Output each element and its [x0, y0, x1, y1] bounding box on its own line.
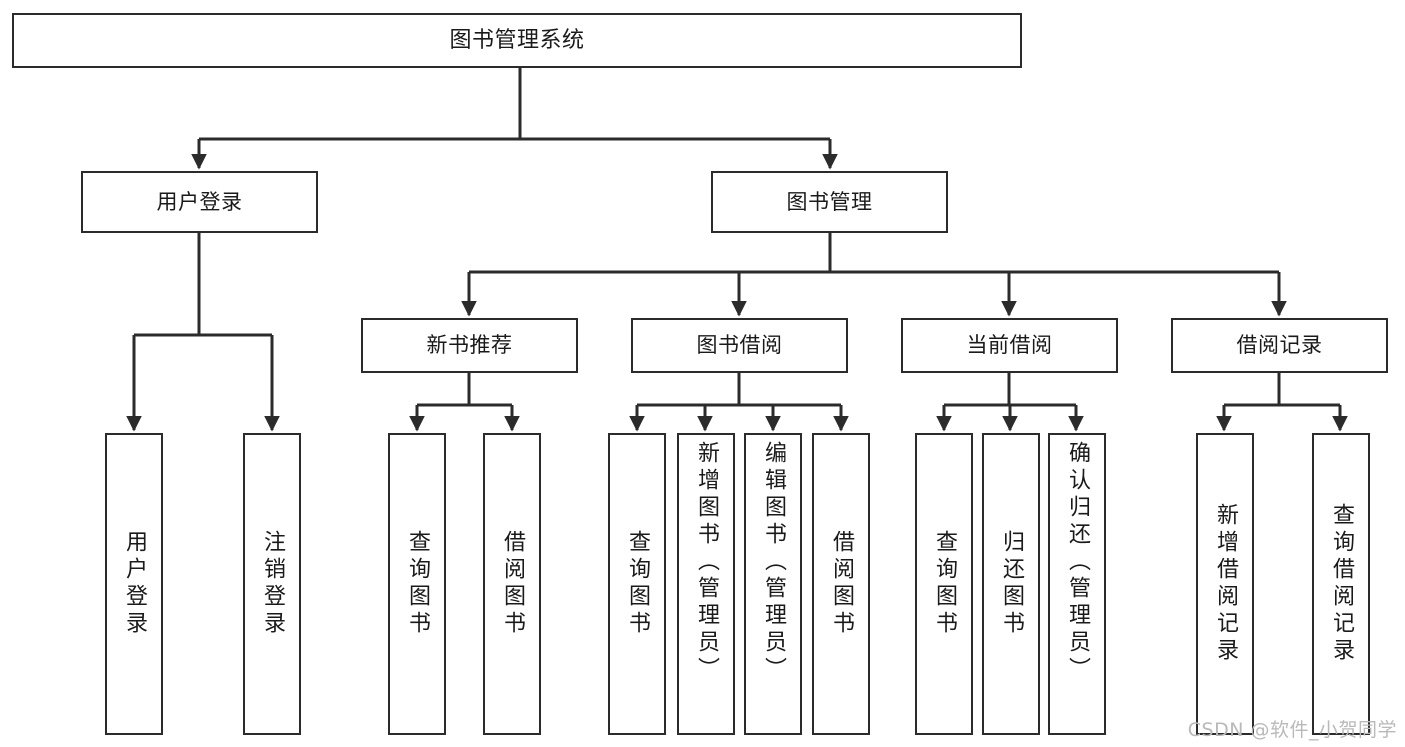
- leaf-current-borrow-query[interactable]: 查询图书: [915, 433, 973, 735]
- node-label: 借阅图书: [500, 530, 525, 638]
- node-user-login[interactable]: 用户登录: [81, 171, 318, 233]
- node-label: 归还图书: [999, 530, 1024, 638]
- node-new-book-recommendation[interactable]: 新书推荐: [361, 318, 578, 373]
- node-label: 查询借阅记录: [1329, 503, 1354, 665]
- node-label: 图书管理系统: [449, 27, 585, 53]
- leaf-borrow-record-add[interactable]: 新增借阅记录: [1196, 433, 1254, 735]
- leaf-book-borrow-borrow[interactable]: 借阅图书: [812, 433, 870, 735]
- node-label: 用户登录: [156, 189, 243, 214]
- leaf-borrow-record-query[interactable]: 查询借阅记录: [1312, 433, 1370, 735]
- csdn-watermark: CSDN @软件_小贺同学: [1187, 719, 1397, 741]
- leaf-new-book-borrow[interactable]: 借阅图书: [483, 433, 541, 735]
- leaf-book-borrow-query[interactable]: 查询图书: [608, 433, 666, 735]
- node-label: 新增借阅记录: [1213, 503, 1238, 665]
- leaf-new-book-query[interactable]: 查询图书: [388, 433, 446, 735]
- leaf-current-borrow-return[interactable]: 归还图书: [982, 433, 1040, 735]
- node-current-borrowing[interactable]: 当前借阅: [901, 318, 1118, 373]
- node-label: 确认归还（管理员）: [1065, 441, 1090, 684]
- node-label: 查询图书: [405, 530, 430, 638]
- leaf-user-login-signout[interactable]: 注销登录: [243, 433, 301, 735]
- node-label: 当前借阅: [966, 333, 1053, 357]
- node-book-borrowing[interactable]: 图书借阅: [631, 318, 848, 373]
- leaf-book-borrow-edit[interactable]: 编辑图书（管理员）: [744, 433, 802, 735]
- node-label: 编辑图书（管理员）: [761, 441, 786, 684]
- node-label: 查询图书: [625, 530, 650, 638]
- node-label: 图书管理: [786, 189, 873, 214]
- leaf-user-login-signin[interactable]: 用户登录: [105, 433, 163, 735]
- node-label: 新书推荐: [426, 333, 513, 357]
- node-label: 新增图书（管理员）: [694, 441, 719, 684]
- node-book-management-system[interactable]: 图书管理系统: [12, 13, 1022, 68]
- leaf-current-borrow-confirm-return[interactable]: 确认归还（管理员）: [1048, 433, 1106, 735]
- node-label: 图书借阅: [696, 333, 783, 357]
- node-label: 用户登录: [122, 530, 147, 638]
- node-book-management[interactable]: 图书管理: [711, 171, 948, 233]
- node-label: 注销登录: [260, 530, 285, 638]
- node-label: 借阅记录: [1236, 333, 1323, 357]
- leaf-book-borrow-add[interactable]: 新增图书（管理员）: [677, 433, 735, 735]
- node-label: 借阅图书: [829, 530, 854, 638]
- node-label: 查询图书: [932, 530, 957, 638]
- node-borrowing-records[interactable]: 借阅记录: [1171, 318, 1388, 373]
